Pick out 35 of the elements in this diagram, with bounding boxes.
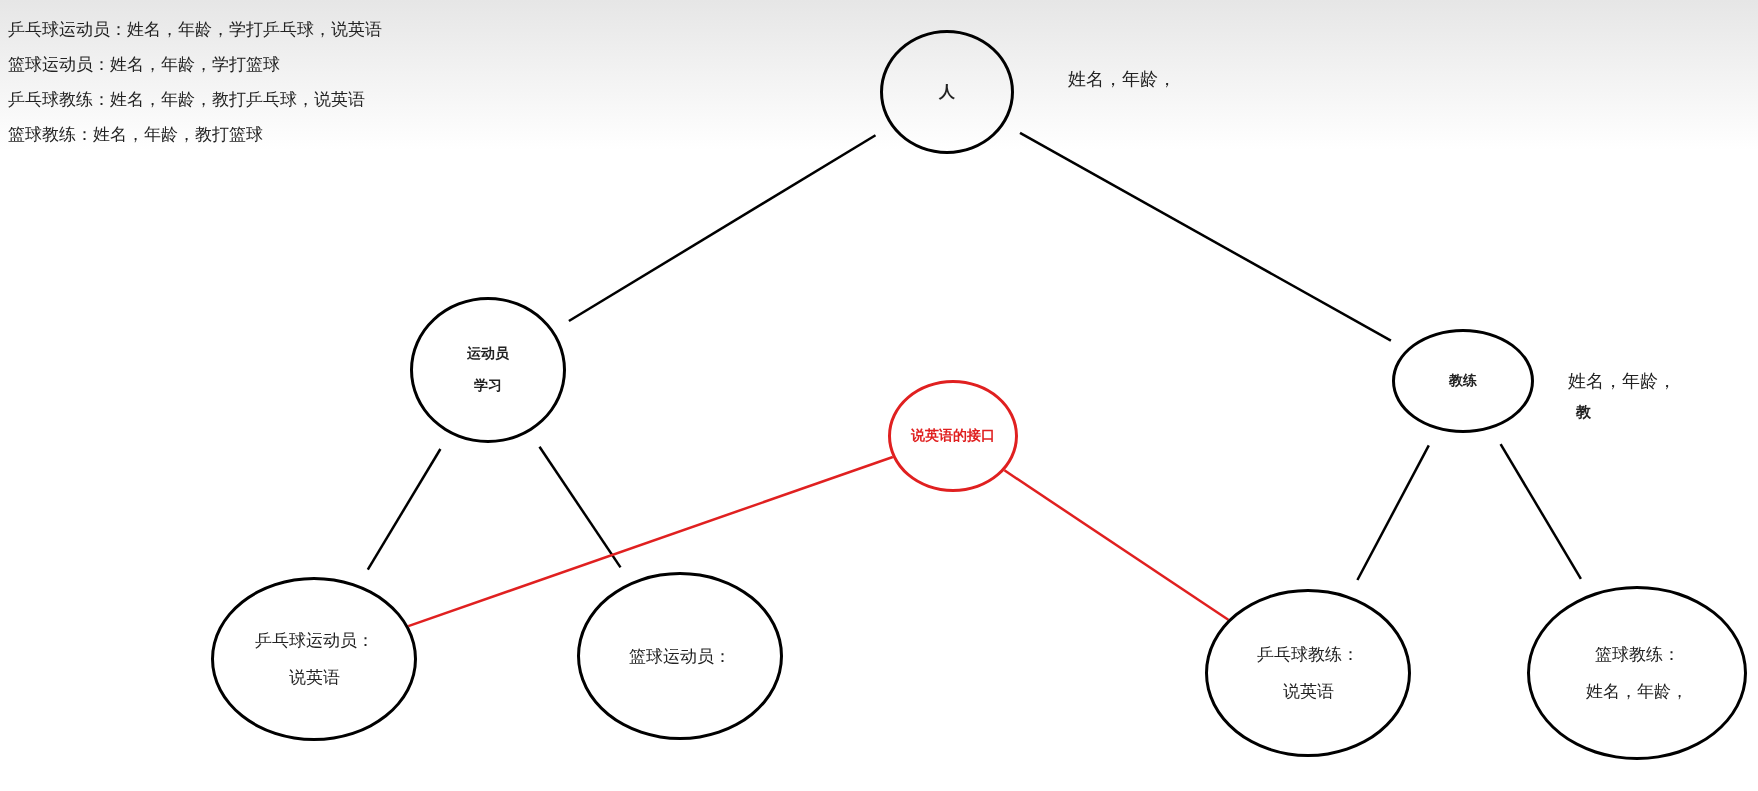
node-text: 说英语: [1282, 680, 1334, 703]
class-circle: [1527, 586, 1747, 760]
node-text: 学习: [474, 377, 502, 395]
note-text: 乒乓球教练：姓名，年龄，教打乒乓球，说英语: [8, 88, 365, 111]
node-text: 篮球教练：: [1594, 643, 1680, 666]
interface-line: [1003, 469, 1229, 621]
connector-line: [568, 134, 877, 323]
node-text: 乒乓球运动员：: [254, 629, 374, 652]
attribute-text: 教: [1576, 403, 1591, 422]
class-circle: [211, 577, 417, 741]
connector-line: [1499, 443, 1582, 580]
class-circle: [410, 297, 566, 443]
note-text: 乒乓球运动员：姓名，年龄，学打乒乓球，说英语: [8, 18, 382, 41]
connector-line: [1019, 131, 1392, 342]
node-text: 姓名，年龄，: [1586, 680, 1688, 703]
connector-line: [538, 446, 622, 569]
class-circle: [880, 30, 1014, 154]
class-circle: [1205, 589, 1411, 757]
interface-line: [407, 455, 894, 628]
class-circle: [1392, 329, 1534, 433]
class-circle: [888, 380, 1018, 492]
connector-line: [366, 448, 442, 571]
attribute-text: 姓名，年龄，: [1068, 67, 1176, 91]
class-circle: [577, 572, 783, 740]
node-text: 乒乓球教练：: [1257, 643, 1359, 666]
node-text: 运动员: [467, 345, 509, 363]
attribute-text: 姓名，年龄，: [1568, 369, 1676, 393]
node-text: 篮球运动员：: [629, 644, 731, 668]
note-text: 篮球运动员：姓名，年龄，学打篮球: [8, 53, 280, 76]
note-text: 篮球教练：姓名，年龄，教打篮球: [8, 123, 263, 146]
node-text: 教练: [1449, 372, 1477, 390]
connector-line: [1356, 444, 1430, 581]
node-text: 说英语: [288, 666, 340, 689]
node-text: 说英语的接口: [911, 427, 995, 445]
node-text: 人: [939, 81, 955, 103]
